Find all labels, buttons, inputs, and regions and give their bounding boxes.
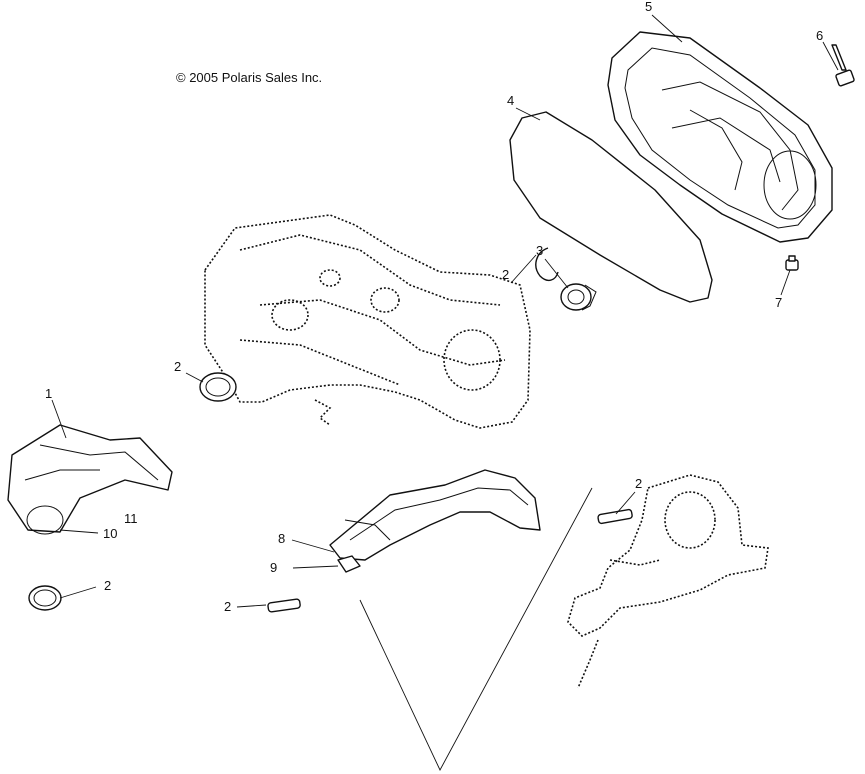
hose-clamp-upper: [199, 372, 237, 402]
callout-label: 2: [174, 359, 182, 374]
bolt: [831, 44, 855, 87]
callout-label: 8: [278, 531, 286, 546]
callout-leaders: [51, 14, 839, 608]
intake-duct: [7, 424, 173, 535]
engine-crank-assembly: [567, 474, 769, 689]
reference-leader-v: [359, 487, 593, 771]
hose-clamp-lower-center: [267, 598, 301, 613]
transmission-housing: [204, 214, 531, 429]
callout-label: 11: [124, 511, 138, 526]
callout-label: 5: [645, 0, 653, 14]
callout-label: 7: [775, 295, 783, 310]
callout-label: 2: [502, 267, 510, 282]
callout-label: 2: [224, 599, 232, 614]
callout-label: 1: [45, 386, 53, 401]
bearing: [560, 283, 597, 311]
plug: [785, 255, 799, 271]
callout-label: 4: [507, 93, 515, 108]
retaining-ring: [535, 247, 559, 282]
callout-label: 2: [635, 476, 643, 491]
hose-clamp-lower-left: [28, 585, 62, 611]
callout-label: 9: [270, 560, 278, 575]
clutch-outer-cover: [607, 31, 833, 243]
cooling-duct: [329, 469, 541, 561]
callout-label: 10: [103, 526, 118, 541]
copyright-notice: © 2005 Polaris Sales Inc.: [176, 70, 323, 85]
hose-clamp-right: [597, 508, 633, 525]
cover-seal: [509, 111, 713, 303]
duct-adapter: [337, 555, 361, 573]
callout-label: 2: [104, 578, 112, 593]
callout-label: 3: [536, 243, 544, 258]
callout-label: 6: [816, 28, 824, 43]
